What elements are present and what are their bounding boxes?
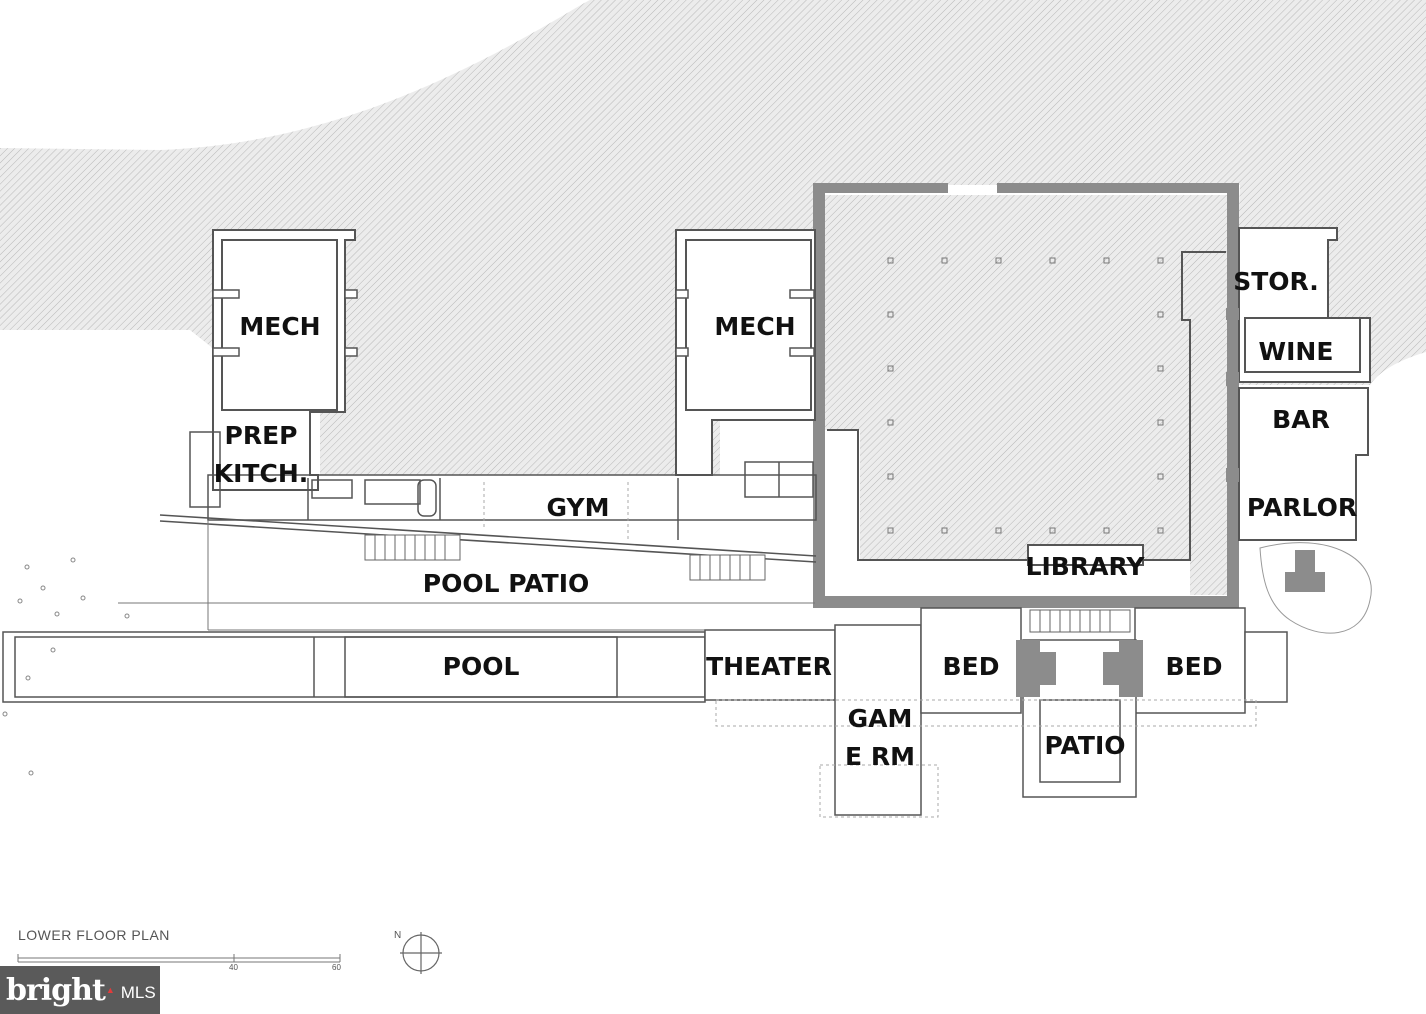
- landscape-contour: [1259, 542, 1372, 634]
- mech-right-walls: [675, 229, 816, 476]
- room-label-pool: POOL: [442, 652, 520, 681]
- scale-tick-60: 60: [332, 963, 341, 972]
- room-label-storage: STOR.: [1233, 267, 1319, 296]
- scale-tick-40: 40: [229, 963, 238, 972]
- plan-title: LOWER FLOOR PLAN: [18, 927, 170, 943]
- logo-trademark-icon: ▲: [105, 985, 115, 995]
- logo-wordmark: bright: [6, 972, 106, 1008]
- room-label-wine: WINE: [1258, 337, 1334, 366]
- column-grid: [887, 257, 1164, 534]
- room-label-gym: GYM: [546, 493, 610, 522]
- room-label-mech-right: MECH: [714, 312, 796, 341]
- terrace-dashed: [715, 699, 1257, 818]
- bed-pilasters: [1016, 640, 1143, 697]
- mech-left-walls: [212, 229, 356, 491]
- right-wing-heavy: [1226, 308, 1239, 482]
- inner-walls: [827, 251, 1226, 566]
- room-label-mech-left: MECH: [239, 312, 321, 341]
- lower-left-hatch-fix: [825, 430, 860, 595]
- bright-mls-logo: bright ▲ MLS: [0, 966, 160, 1014]
- scale-bar: [17, 954, 341, 963]
- pool: [2, 631, 706, 703]
- right-wing-walls: [1238, 227, 1371, 541]
- mech-right-pilasters: [675, 289, 815, 357]
- main-block-hatch: [825, 195, 1227, 595]
- stairs: [364, 534, 1131, 633]
- room-label-bar: BAR: [1272, 405, 1330, 434]
- room-label-theater: THEATER: [706, 652, 832, 681]
- lower-rooms: [704, 607, 1288, 816]
- room-label-pool-patio: POOL PATIO: [422, 569, 590, 598]
- site-dots: [2, 557, 130, 776]
- chimney: [1285, 550, 1325, 592]
- north-label: N: [394, 930, 402, 941]
- room-label-bed-left: BED: [942, 652, 1000, 681]
- room-label-parlor: PARLOR: [1246, 493, 1358, 522]
- mech-left-pilasters: [212, 289, 358, 357]
- gym-dashed: [483, 482, 629, 540]
- gym-band: [189, 431, 817, 540]
- logo-suffix: MLS: [120, 983, 156, 1002]
- room-label-bed-right: BED: [1165, 652, 1223, 681]
- north-arrow-icon: [400, 932, 442, 974]
- room-label-library: LIBRARY: [1025, 552, 1145, 581]
- room-label-patio: PATIO: [1044, 731, 1126, 760]
- room-label-prep-kitchen: PREP KITCH.: [213, 421, 309, 488]
- room-label-game-room: GAM E RM: [845, 704, 915, 771]
